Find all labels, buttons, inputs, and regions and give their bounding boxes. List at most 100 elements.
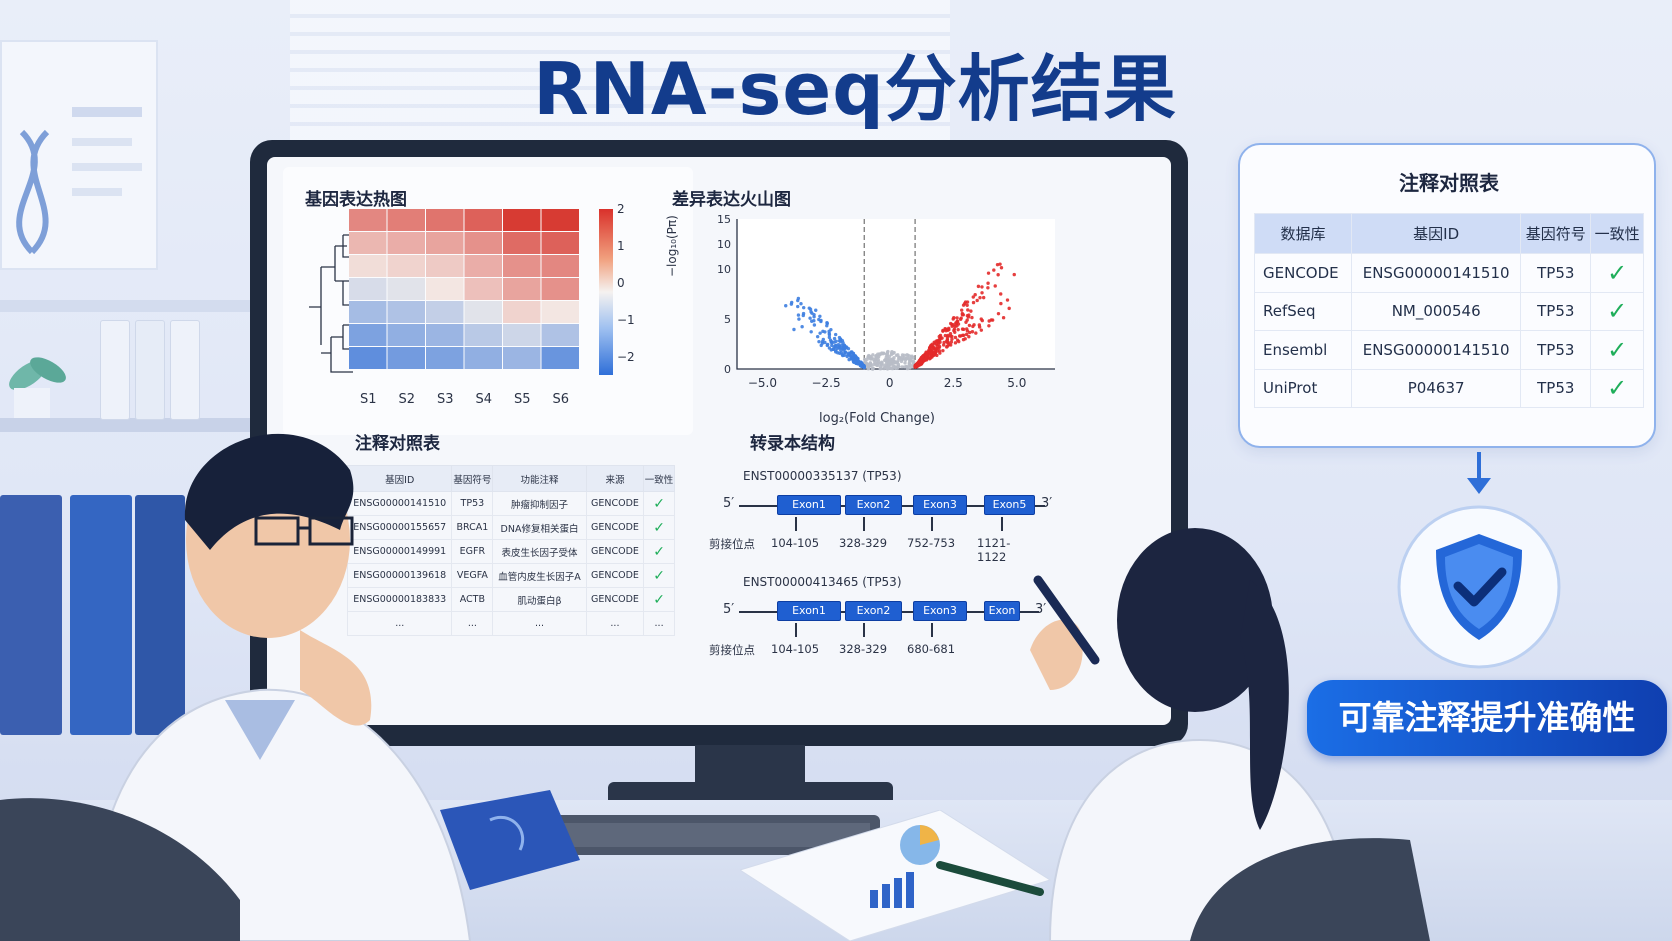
- volcano-point: [830, 343, 834, 348]
- notebook: [440, 790, 580, 890]
- volcano-point: [919, 360, 923, 364]
- volcano-x-tick: 5.0: [1007, 376, 1026, 390]
- table-cell: TP53: [1520, 330, 1592, 370]
- volcano-point: [797, 317, 801, 321]
- volcano-point: [823, 340, 827, 345]
- table-cell: ✓: [643, 491, 675, 516]
- heatmap-cell: [387, 255, 425, 277]
- table-cell: ...: [643, 611, 675, 636]
- volcano-point: [966, 308, 970, 312]
- heatmap-title: 基因表达热图: [305, 190, 407, 210]
- volcano-point: [860, 363, 864, 367]
- heatmap-cell: [387, 301, 425, 323]
- volcano-point: [887, 354, 892, 359]
- volcano-point: [1005, 298, 1010, 302]
- binder: [135, 495, 185, 735]
- volcano-point: [945, 345, 949, 349]
- volcano-point: [938, 338, 942, 342]
- table-cell: ENSG00000149991: [346, 539, 453, 564]
- table-cell: ...: [451, 611, 494, 636]
- colorbar-tick: −1: [617, 313, 635, 327]
- volcano-point: [887, 361, 891, 366]
- volcano-point: [953, 335, 958, 340]
- volcano-point: [993, 284, 997, 288]
- volcano-point: [948, 321, 953, 326]
- table-cell: Ensembl: [1254, 330, 1352, 370]
- heatmap-cell: [349, 232, 387, 254]
- sample-label: S2: [398, 392, 416, 407]
- volcano-point: [800, 325, 804, 329]
- heatmap-cell: [464, 232, 502, 254]
- volcano-point: [801, 313, 805, 318]
- three-prime-label: 3′: [1035, 602, 1047, 617]
- volcano-point: [974, 331, 978, 335]
- table-cell: ✓: [643, 539, 675, 564]
- heatmap-cell: [464, 324, 502, 346]
- table-cell: GENCODE: [585, 539, 645, 564]
- volcano-point: [905, 356, 910, 361]
- report-papers: [740, 810, 1052, 941]
- volcano-y-tick: 10: [717, 238, 731, 251]
- volcano-point: [942, 343, 946, 347]
- chair-right: [1190, 838, 1430, 941]
- volcano-point: [833, 344, 838, 348]
- volcano-xlabel: log₂(Fold Change): [819, 411, 935, 426]
- exon-box: Exon2: [845, 601, 902, 621]
- monitor-stand: [695, 745, 805, 787]
- volcano-point: [937, 349, 942, 353]
- table-cell: 血管内皮生长因子A: [492, 563, 587, 588]
- splice-site-value: 104-105: [771, 536, 820, 550]
- volcano-point: [986, 281, 990, 285]
- volcano-point: [937, 344, 942, 349]
- splice-site-tick: [931, 517, 933, 531]
- splice-site-value: 1121-1122: [977, 536, 1011, 564]
- volcano-point: [911, 355, 915, 360]
- colorbar-tick: 1: [617, 239, 625, 253]
- volcano-point: [799, 302, 803, 306]
- splice-site-tick: [863, 623, 865, 637]
- volcano-point: [812, 323, 817, 327]
- volcano-point: [885, 352, 889, 356]
- volcano-point: [998, 262, 1002, 266]
- badge-text: 可靠注释提升准确性: [1338, 698, 1636, 737]
- sample-label: S4: [475, 392, 493, 407]
- splice-site-tick: [931, 623, 933, 637]
- volcano-point: [950, 337, 954, 341]
- volcano-point: [1007, 306, 1011, 311]
- exon-box: Exon1: [777, 601, 841, 621]
- volcano-point: [971, 295, 975, 299]
- five-prime-label: 5′: [723, 602, 735, 617]
- volcano-point: [820, 341, 825, 345]
- volcano-point: [967, 323, 972, 328]
- volcano-point: [967, 335, 971, 339]
- volcano-point: [969, 309, 973, 313]
- column-header: 一致性: [1590, 213, 1644, 254]
- volcano-point: [879, 361, 883, 366]
- heatmap-cell: [349, 347, 387, 369]
- table-cell: TP53: [1520, 368, 1592, 408]
- volcano-point: [829, 327, 833, 332]
- volcano-point: [796, 296, 801, 301]
- volcano-point: [877, 352, 882, 356]
- volcano-point: [975, 298, 979, 303]
- sample-label: S5: [514, 392, 531, 407]
- volcano-point: [933, 348, 938, 352]
- volcano-point: [871, 367, 875, 371]
- volcano-point: [981, 295, 986, 300]
- volcano-point: [812, 315, 816, 319]
- volcano-point: [920, 354, 925, 359]
- volcano-point: [961, 313, 966, 317]
- shelf-lower: [0, 418, 250, 432]
- exon-box: Exon2: [845, 495, 902, 515]
- volcano-point: [955, 316, 959, 320]
- volcano-point: [882, 366, 886, 371]
- heatmap-cell: [349, 255, 387, 277]
- heatmap-cell: [426, 301, 464, 323]
- volcano-point: [927, 346, 932, 350]
